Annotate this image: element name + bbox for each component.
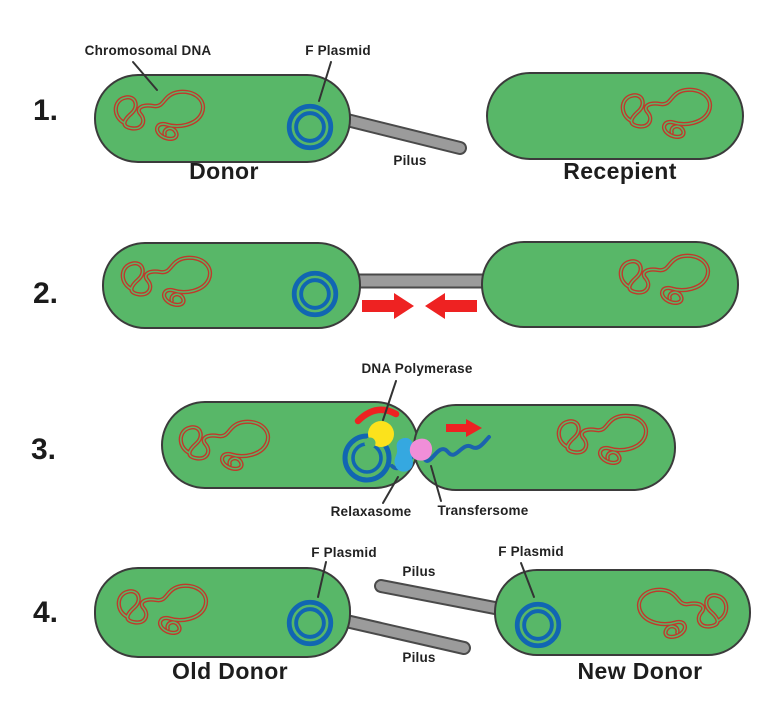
f-plasmid-pointer-line-old-donor: [317, 561, 327, 598]
step4-old-donor-cell: [94, 567, 351, 658]
f-plasmid-label-step1: F Plasmid: [305, 43, 371, 58]
f-plasmid-pointer-line-new-donor: [520, 562, 535, 598]
step2-number: 2.: [33, 277, 59, 310]
f-plasmid-pointer-line-step1: [318, 61, 332, 102]
step4-number: 4.: [33, 596, 59, 629]
step4-pilus-top: [374, 579, 507, 616]
transfersome-blob: [409, 438, 433, 461]
new-donor-label: New Donor: [577, 658, 703, 684]
dna-polymerase-blob: [364, 421, 394, 449]
f-plasmid-label-new-donor: F Plasmid: [498, 544, 564, 559]
old-donor-label: Old Donor: [171, 658, 289, 684]
relaxasome-blob: [394, 437, 413, 472]
step3-transfer-arrow-icon: [446, 419, 482, 437]
relaxasome-pointer-line: [382, 476, 399, 504]
pilus-label-top: Pilus: [402, 564, 436, 579]
step1-donor-cell: [94, 74, 351, 163]
pilus-label-bottom: Pilus: [402, 650, 436, 665]
step1-pilus: [340, 113, 467, 155]
donor-label: Donor: [189, 158, 259, 184]
replication-direction-arc: [354, 406, 400, 425]
step3-number: 3.: [31, 433, 57, 466]
recipient-label: Recepient: [563, 158, 677, 184]
pilus-label-step1: Pilus: [393, 153, 427, 168]
f-plasmid-label-old-donor: F Plasmid: [311, 545, 377, 560]
chromosomal-dna-pointer-line: [132, 61, 158, 91]
dna-polymerase-label: DNA Polymerase: [361, 361, 473, 376]
transfersome-label: Transfersome: [437, 503, 529, 518]
transfersome-pointer-line: [430, 465, 442, 502]
step2-recipient-cell: [481, 241, 739, 328]
dna-polymerase-pointer-line: [382, 380, 397, 421]
step4-pilus-bottom: [339, 614, 471, 655]
step1-number: 1.: [33, 94, 59, 127]
step2-arrow-right-icon: [362, 293, 414, 319]
chromosomal-dna-label: Chromosomal DNA: [84, 43, 212, 58]
relaxasome-label: Relaxasome: [330, 504, 412, 519]
step2-arrow-left-icon: [425, 293, 477, 319]
